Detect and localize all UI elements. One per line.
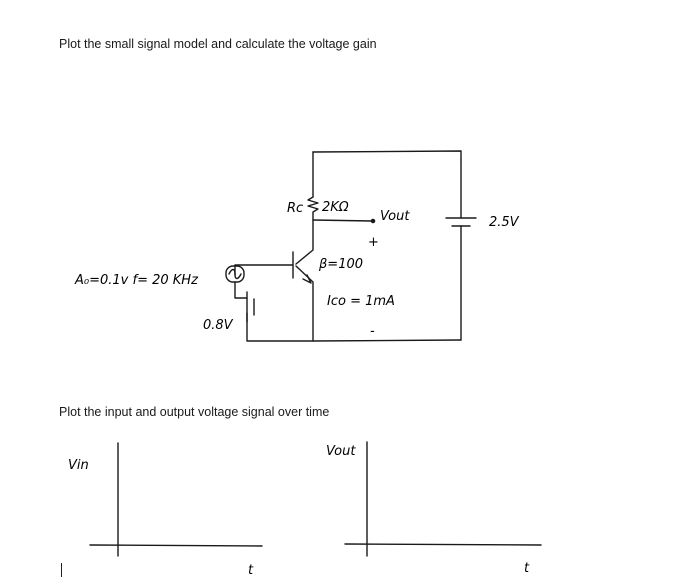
text-cursor: [61, 563, 62, 577]
question-small-signal: Plot the small signal model and calculat…: [59, 37, 377, 51]
bias-label: 0.8V: [203, 318, 234, 333]
resistor-rc: [307, 196, 319, 221]
question-signal-plot: Plot the input and output voltage signal…: [59, 405, 330, 419]
minus-sign: -: [370, 324, 375, 339]
plus-sign: +: [368, 235, 379, 250]
ac-wave: [228, 268, 242, 280]
vout-label: Vout: [380, 209, 410, 224]
rc-label: Rc: [287, 201, 303, 216]
vout-axis-label: Vout: [326, 444, 356, 459]
source-spec: A₀=0.1v f= 20 KHz: [74, 273, 199, 288]
top-wire: [312, 150, 462, 161]
source-to-battery: [234, 281, 248, 299]
vout-wire: [312, 219, 373, 222]
beta-label: β=100: [318, 257, 363, 272]
vout-node: [370, 218, 376, 224]
bottom-wire: [312, 339, 462, 342]
vout-plot-x-axis: [344, 543, 542, 546]
time-label-1: t: [248, 563, 254, 578]
collector-lead: [295, 219, 314, 265]
rc-value: 2KΩ: [322, 200, 349, 215]
vin-plot-x-axis: [89, 544, 263, 547]
bias-battery-wire: [246, 312, 314, 342]
emitter-lead: [295, 265, 314, 341]
supply-label: 2.5V: [489, 215, 520, 230]
time-label-2: t: [524, 561, 530, 576]
emitter-arrow: [302, 274, 312, 284]
ico-label: Ico = 1mA: [327, 294, 395, 309]
vin-axis-label: Vin: [68, 458, 89, 473]
